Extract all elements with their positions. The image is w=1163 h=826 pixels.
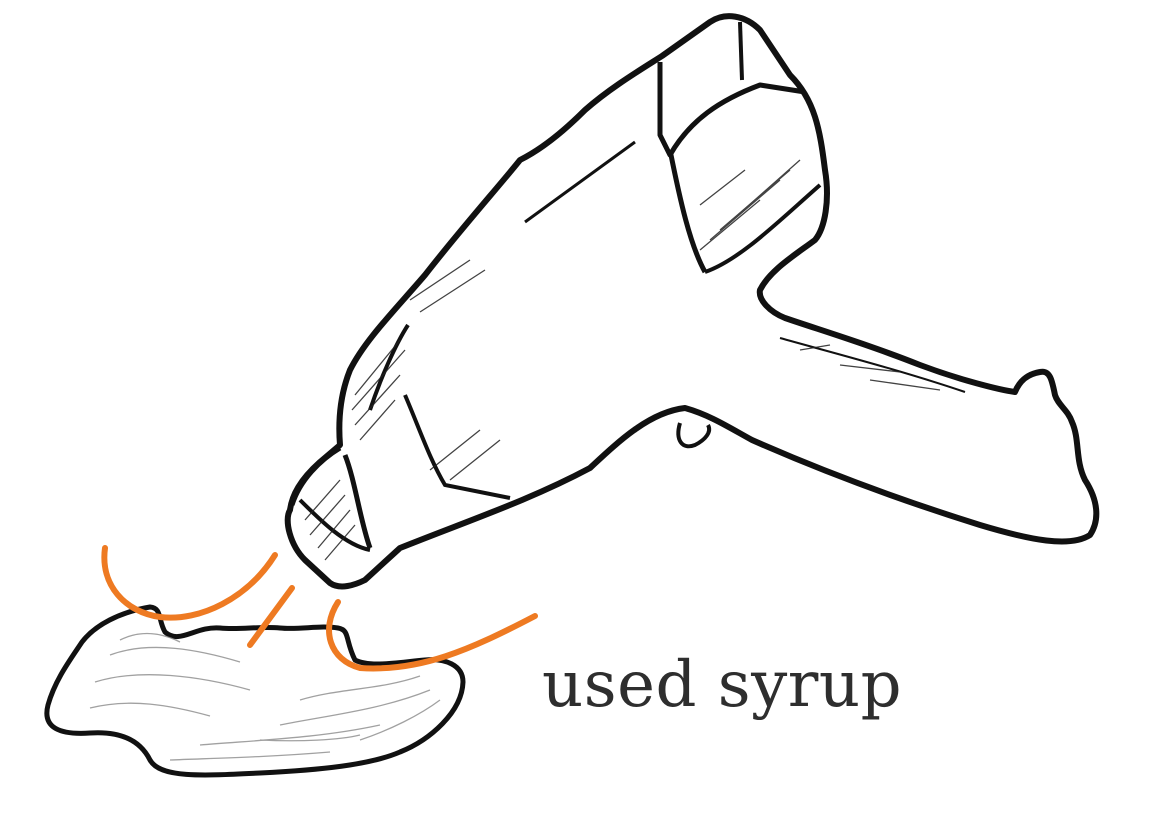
heat-wave-icon [101, 545, 538, 672]
syrup-puddle-icon [44, 604, 466, 778]
caption-label: used syrup [542, 648, 903, 722]
heat-gun-icon [284, 13, 1100, 590]
